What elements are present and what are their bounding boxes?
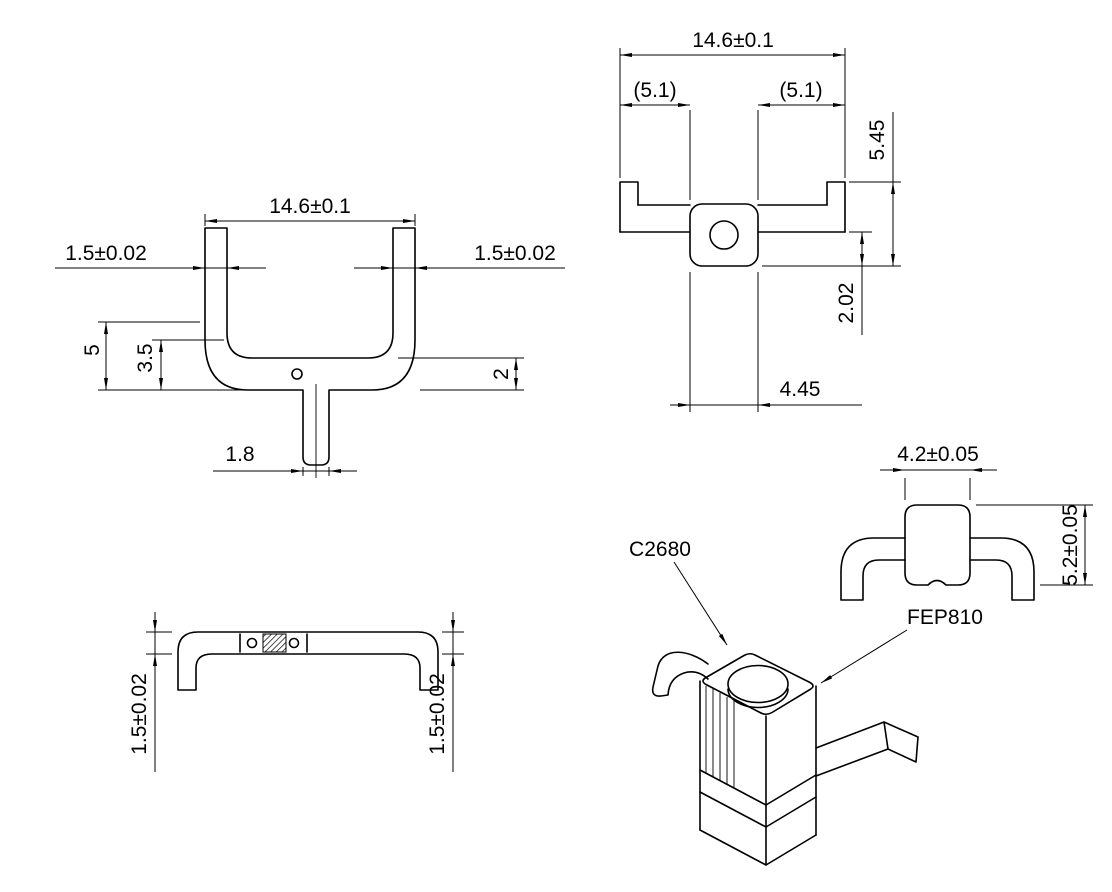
bottom-view-crimp-hatch	[262, 633, 287, 653]
label-metal: C2680	[629, 538, 728, 646]
dim-top-width: 14.6±0.1	[619, 29, 846, 178]
dim-top-wire: 2.02	[835, 231, 872, 335]
side-view-wing-right	[969, 537, 1035, 601]
bottom-view-part-outline	[177, 631, 439, 691]
dim-top-body-width: 4.45	[670, 272, 862, 412]
iso-top-face	[702, 652, 814, 716]
dim-side-height-label: 5.2±0.05	[1059, 504, 1082, 586]
dim-front-arm-right-label: 1.5±0.02	[474, 242, 556, 265]
dim-top-body-width-label: 4.45	[780, 378, 821, 401]
label-plastic-text: FEP810	[907, 606, 983, 629]
side-view-body	[904, 504, 971, 586]
dim-bottom-left: 1.5±0.02	[128, 612, 172, 772]
front-view-part-outline	[204, 227, 416, 466]
dim-top-depth-label: 5.45	[866, 120, 889, 161]
dim-top-ref-right: (5.1)	[757, 79, 845, 200]
top-view-hole	[709, 220, 739, 250]
dim-top-ref-left-label: (5.1)	[633, 79, 676, 102]
top-view-hook-right	[826, 181, 846, 233]
dim-bottom-left-label: 1.5±0.02	[128, 673, 151, 755]
dim-front-width-label: 14.6±0.1	[269, 195, 351, 218]
dim-side-height: 5.2±0.05	[976, 504, 1093, 586]
dim-top-depth: 5.45	[762, 112, 901, 267]
dim-front-total-height-label: 5	[81, 344, 104, 356]
iso-crimp-lines	[705, 686, 735, 788]
top-view-body	[689, 203, 759, 267]
dim-front-total-height: 5	[81, 321, 243, 391]
side-view: 4.2±0.05 5.2±0.05	[840, 443, 1093, 601]
dim-top-wire-label: 2.02	[835, 283, 858, 324]
side-view-wing-left	[840, 537, 906, 601]
iso-arm-right	[815, 721, 919, 777]
bottom-view-hole-right	[288, 637, 300, 649]
dim-side-width-label: 4.2±0.05	[897, 443, 979, 466]
dim-front-width: 14.6±0.1	[204, 195, 416, 226]
dim-front-base-thickness-label: 2	[490, 368, 513, 380]
dim-front-inner-height: 3.5	[134, 339, 224, 390]
dim-bottom-right-label: 1.5±0.02	[426, 673, 449, 755]
label-plastic: FEP810	[820, 606, 983, 684]
dim-front-arm-right: 1.5±0.02	[354, 242, 565, 270]
dim-bottom-right: 1.5±0.02	[426, 612, 464, 772]
iso-hole-depth	[727, 688, 789, 709]
front-view-hole	[291, 368, 303, 380]
dim-side-width: 4.2±0.05	[880, 443, 997, 500]
dim-top-ref-right-label: (5.1)	[779, 79, 822, 102]
iso-hole	[727, 664, 789, 704]
dim-top-ref-left: (5.1)	[620, 79, 691, 200]
dim-top-width-label: 14.6±0.1	[692, 29, 774, 52]
top-view-hook-left	[619, 181, 639, 233]
front-view: 14.6±0.1 1.5±0.02 1.5±0.02 5 3.5	[55, 195, 565, 478]
dim-front-tab-width: 1.8	[213, 443, 357, 476]
bottom-view-hole-left	[246, 637, 258, 649]
dim-front-inner-height-label: 3.5	[134, 343, 157, 372]
dim-front-base-thickness: 2	[398, 357, 524, 391]
dim-front-arm-left-label: 1.5±0.02	[65, 242, 147, 265]
iso-view: C2680 FEP810	[629, 538, 983, 866]
dim-front-arm-left: 1.5±0.02	[55, 242, 266, 270]
bottom-view: 1.5±0.02 1.5±0.02	[128, 612, 464, 772]
iso-bottom-edges	[699, 829, 817, 866]
dim-front-tab-width-label: 1.8	[225, 443, 254, 466]
iso-arm-left	[651, 651, 709, 697]
top-view: 14.6±0.1 (5.1) (5.1) 5.45 2.02	[619, 29, 901, 412]
label-metal-text: C2680	[629, 538, 691, 561]
